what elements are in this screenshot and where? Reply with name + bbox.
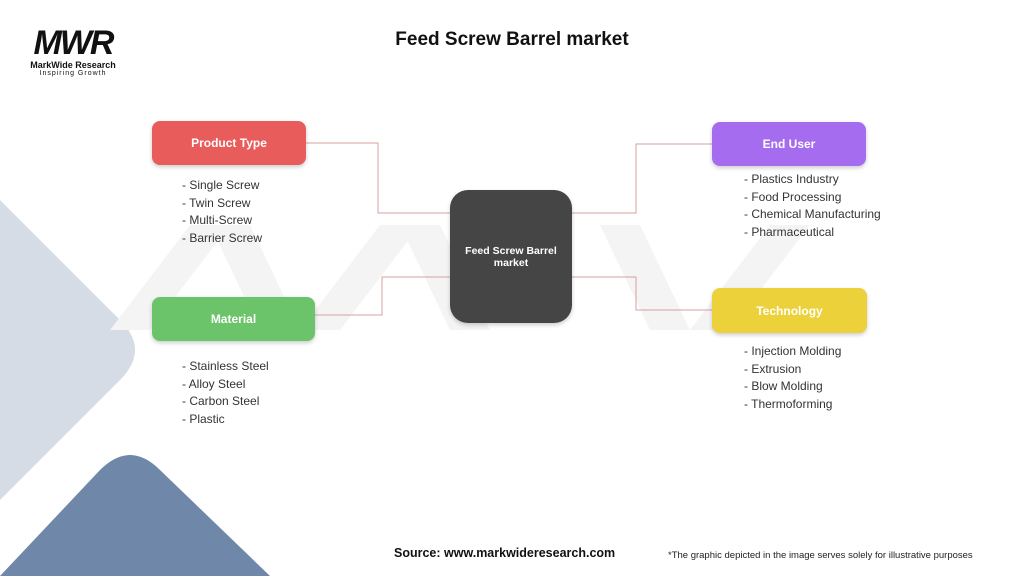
end-user-list: - Plastics Industry - Food Processing - … (744, 171, 881, 241)
list-item: - Chemical Manufacturing (744, 207, 881, 221)
list-item: - Alloy Steel (182, 376, 246, 391)
list-item: - Plastics Industry (744, 172, 839, 186)
node-material: Material (152, 297, 315, 341)
product-type-list: - Single Screw - Twin Screw - Multi-Scre… (182, 177, 262, 247)
node-end-user: End User (712, 122, 866, 166)
list-item: - Plastic (182, 411, 225, 426)
technology-list: - Injection Molding - Extrusion - Blow M… (744, 343, 841, 413)
list-item: - Blow Molding (744, 379, 823, 393)
list-item: - Stainless Steel (182, 359, 269, 373)
list-item: - Thermoforming (744, 396, 833, 411)
list-item: - Food Processing (744, 189, 842, 204)
logo: MWR MarkWide Research Inspiring Growth (20, 26, 126, 77)
source-text: Source: www.markwideresearch.com (394, 546, 616, 560)
list-item: - Single Screw (182, 178, 260, 192)
logo-name: MarkWide Research (30, 60, 116, 70)
material-list: - Stainless Steel - Alloy Steel - Carbon… (182, 358, 269, 428)
list-item: - Barrier Screw (182, 230, 263, 245)
list-item: - Twin Screw (182, 195, 251, 210)
page-title: Feed Screw Barrel market (395, 29, 629, 50)
node-product-type: Product Type (152, 121, 306, 165)
disclaimer-text: *The graphic depicted in the image serve… (668, 550, 973, 561)
list-item: - Extrusion (744, 361, 802, 376)
list-item: - Carbon Steel (182, 394, 260, 408)
logo-tagline: Inspiring Growth (39, 70, 107, 77)
list-item: - Multi-Screw (182, 213, 253, 227)
node-technology: Technology (712, 288, 867, 333)
logo-mark: MWR (33, 24, 115, 62)
list-item: - Pharmaceutical (744, 224, 835, 239)
center-node: Feed Screw Barrel market (450, 190, 572, 323)
connectors (306, 142, 712, 316)
list-item: - Injection Molding (744, 344, 842, 358)
